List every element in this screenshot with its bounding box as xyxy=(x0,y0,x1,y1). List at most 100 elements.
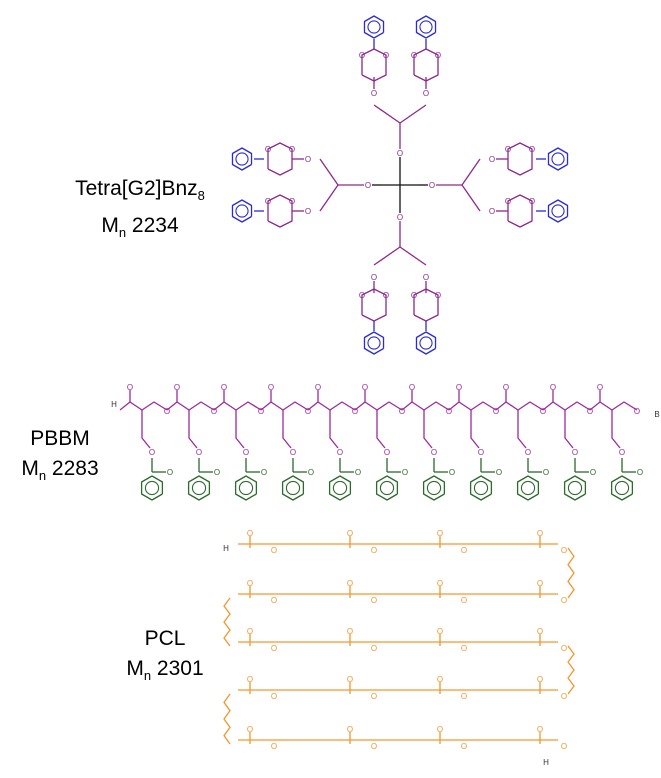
pcl-chain-turn xyxy=(223,597,231,647)
benzylidene-acetal-ring xyxy=(507,142,533,176)
pbbm-pendant-bond xyxy=(517,410,527,449)
terminal-benzene-ring-aromatic-ring xyxy=(367,20,381,34)
pbbm-benzoyl-o-atom: O xyxy=(261,468,267,477)
pbbm-benzoyl-o-atom: O xyxy=(449,468,455,477)
pbbm-carbonyl-o-atom: O xyxy=(597,383,603,392)
pbbm-benzene-ring xyxy=(563,475,587,501)
terminal-benzene-ring-aromatic-ring xyxy=(419,20,433,34)
g2-bond xyxy=(373,104,401,124)
pcl-label: PCL Mn 2301 xyxy=(100,624,230,691)
pbbm-pendant-bond xyxy=(329,410,339,449)
pbbm-ester-o-atom: O xyxy=(399,407,405,416)
pcl-carbonyl-o-atom: O xyxy=(347,627,353,636)
pcl-chain-turn xyxy=(567,645,575,695)
benzylidene-acetal-ring-o-atom: O xyxy=(435,291,441,300)
benzylidene-acetal-ring xyxy=(361,48,387,82)
pbbm-backbone-bond xyxy=(401,401,450,411)
pbbm-pendant-bond xyxy=(188,410,198,449)
pcl-carbonyl-o-atom: O xyxy=(537,725,543,734)
pcl-end-h-atom: H xyxy=(543,758,549,767)
pbbm-backbone-bond xyxy=(354,401,403,411)
pcl-mn-value: 2301 xyxy=(156,657,204,680)
pbbm-pendant-bond xyxy=(423,410,433,449)
pbbm-carbonyl-o-atom: O xyxy=(268,383,274,392)
pcl-ester-o-atom: O xyxy=(371,644,377,653)
g2-bond xyxy=(319,158,339,186)
pbbm-pendant-o-atom: O xyxy=(525,448,531,457)
pbbm-pendant-o-atom: O xyxy=(196,448,202,457)
pbbm-benzene-ring-aromatic-ring xyxy=(614,480,630,496)
pbbm-ester-o-atom: O xyxy=(634,407,640,416)
benzylidene-acetal-ring-o-atom: O xyxy=(289,197,295,206)
pbbm-end-h-atom: H xyxy=(111,400,117,409)
pbbm-benzene-ring xyxy=(187,475,211,501)
pbbm-benzoyl-o-atom: O xyxy=(308,468,314,477)
benzylidene-acetal-ring xyxy=(413,48,439,82)
terminal-benzene-ring-aromatic-ring xyxy=(551,204,565,218)
pcl-carbonyl-o-atom: O xyxy=(437,675,443,684)
pbbm-pendant-bond xyxy=(282,410,292,449)
pbbm-pendant-o-atom: O xyxy=(478,448,484,457)
pcl-carbonyl-o-atom: O xyxy=(537,627,543,636)
ester-o-atom: O xyxy=(371,273,377,282)
pcl-ester-o-atom: O xyxy=(371,596,377,605)
pbbm-benzene-ring-aromatic-ring xyxy=(473,480,489,496)
pbbm-polymer-structure: HOOOOOOOOOOOOOOOOOOOOOOOOOOOOOOOOOOOOOOO… xyxy=(111,383,660,501)
pcl-carbonyl-o-atom: O xyxy=(347,725,353,734)
terminal-benzene-ring-aromatic-ring xyxy=(367,336,381,350)
pcl-chain-turn xyxy=(223,693,231,745)
terminal-benzene-ring-aromatic-ring xyxy=(419,336,433,350)
pcl-ester-o-atom: O xyxy=(271,596,277,605)
g2-bond xyxy=(399,246,427,266)
tetra-name: Tetra[G2]Bnz xyxy=(75,177,198,200)
benzylidene-acetal-ring-o-atom: O xyxy=(359,291,365,300)
pcl-carbonyl-o-atom: O xyxy=(537,675,543,684)
pcl-end-h-atom: H xyxy=(223,544,229,553)
pbbm-pendant-o-atom: O xyxy=(572,448,578,457)
pbbm-backbone-bond xyxy=(119,401,168,411)
pcl-ester-o-atom: O xyxy=(561,742,567,751)
pbbm-benzene-ring-aromatic-ring xyxy=(520,480,536,496)
pbbm-pendant-o-atom: O xyxy=(149,448,155,457)
pbbm-label: PBBM Mn 2283 xyxy=(0,424,120,491)
tetra-label: Tetra[G2]Bnz8 Mn 2234 xyxy=(40,174,240,248)
pcl-carbonyl-o-atom: O xyxy=(347,579,353,588)
pcl-ester-o-atom: O xyxy=(461,742,467,751)
pbbm-benzene-ring xyxy=(375,475,399,501)
pbbm-ester-o-atom: O xyxy=(352,407,358,416)
pcl-carbonyl-o-atom: O xyxy=(247,725,253,734)
ester-o-atom: O xyxy=(397,213,403,222)
pbbm-benzoyl-o-atom: O xyxy=(214,468,220,477)
pcl-carbonyl-o-atom: O xyxy=(247,579,253,588)
tetra-mn-subscript: n xyxy=(118,225,127,241)
pbbm-ester-o-atom: O xyxy=(493,407,499,416)
g2-bond xyxy=(461,184,481,212)
terminal-benzene-ring xyxy=(547,199,569,223)
pbbm-mn-value: 2283 xyxy=(51,457,99,480)
benzylidene-acetal-ring-o-atom: O xyxy=(435,51,441,60)
pbbm-benzene-ring-aromatic-ring xyxy=(426,480,442,496)
pbbm-pendant-bond xyxy=(470,410,480,449)
pbbm-benzene-ring xyxy=(422,475,446,501)
ester-o-atom: O xyxy=(423,89,429,98)
pbbm-backbone-bond xyxy=(166,401,215,411)
pbbm-backbone-bond xyxy=(495,401,544,411)
g2-bond xyxy=(373,246,401,266)
pbbm-benzene-ring xyxy=(140,475,164,501)
benzylidene-acetal-ring-o-atom: O xyxy=(529,145,535,154)
ester-o-atom: O xyxy=(305,207,311,216)
g2-bond xyxy=(319,184,339,212)
pbbm-pendant-o-atom: O xyxy=(619,448,625,457)
benzylidene-acetal-ring-o-atom: O xyxy=(505,197,511,206)
pbbm-backbone-bond xyxy=(448,401,497,411)
pbbm-pendant-o-atom: O xyxy=(337,448,343,457)
benzylidene-acetal-ring-o-atom: O xyxy=(289,145,295,154)
pcl-carbonyl-o-atom: O xyxy=(347,529,353,538)
pbbm-ester-o-atom: O xyxy=(164,407,170,416)
pbbm-ester-o-atom: O xyxy=(587,407,593,416)
pbbm-ester-o-atom: O xyxy=(305,407,311,416)
g2-bond xyxy=(461,158,481,186)
benzylidene-acetal-ring-o-atom: O xyxy=(411,291,417,300)
pcl-name: PCL xyxy=(144,627,186,650)
